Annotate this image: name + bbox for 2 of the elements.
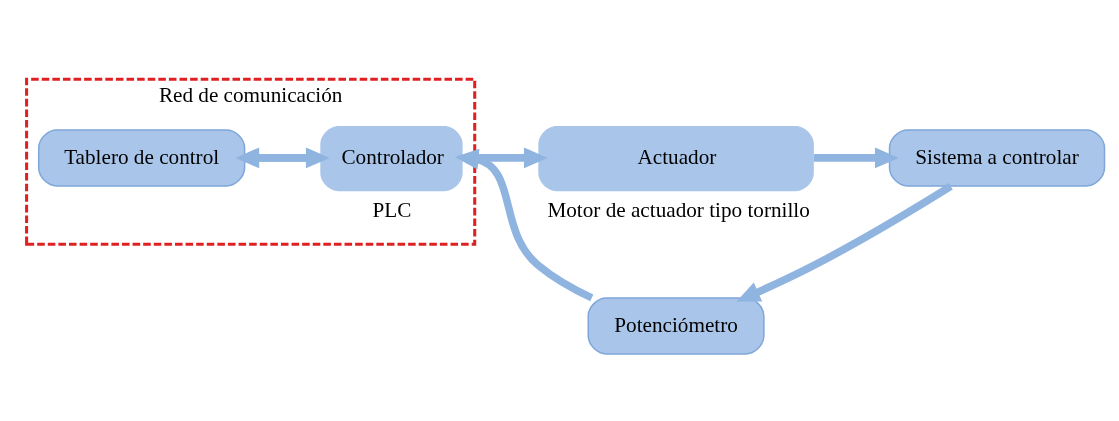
node-label: PLC	[372, 198, 412, 223]
node-label: Motor de actuador tipo tornillo	[547, 198, 810, 223]
